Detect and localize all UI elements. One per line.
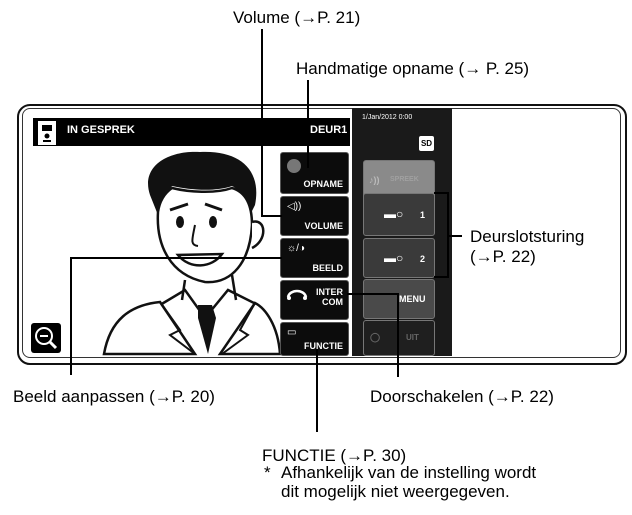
record-icon <box>287 159 301 173</box>
talk-icon: ♪)) <box>369 175 380 185</box>
menu-label: MENU <box>399 294 426 304</box>
note-line1: Afhankelijk van de instelling wordt <box>281 463 537 482</box>
monitor-icon: ▭ <box>287 327 297 338</box>
datetime-display: 1/Jan/2012 0:00 <box>362 114 413 121</box>
lock2-label: 2 <box>420 254 426 264</box>
call-status-text: IN GESPREK <box>67 124 135 136</box>
callout-deurslot-line1: Deurslotsturing <box>470 227 585 246</box>
opname-button[interactable]: OPNAME <box>280 152 349 194</box>
lock1-button[interactable]: ▬○ 1 <box>363 193 435 236</box>
note-line2: dit mogelijk niet weergegeven. <box>281 482 510 501</box>
key-icon: ▬○ <box>384 207 404 221</box>
volume-label: VOLUME <box>304 221 343 231</box>
opname-label: OPNAME <box>303 179 343 189</box>
intercom-label: INTER COM <box>316 287 343 307</box>
brightness-icon: ☼/◑ <box>287 243 305 254</box>
door-station-icon <box>38 121 56 145</box>
speaker-icon: ◁)) <box>287 201 302 212</box>
callout-opname: Handmatige opname (→ P. 25) <box>296 59 530 78</box>
volume-button[interactable]: ◁)) VOLUME <box>280 196 349 236</box>
beeld-button[interactable]: ☼/◑ BEELD <box>280 238 349 278</box>
handset-icon <box>286 289 308 300</box>
uit-label: UIT <box>406 333 419 342</box>
functie-label: FUNCTIE <box>304 341 343 351</box>
call-status-bar <box>33 118 350 146</box>
spreek-label: SPREEK <box>390 176 419 183</box>
sd-card-icon: SD <box>419 136 434 151</box>
beeld-label: BEELD <box>312 263 343 273</box>
callout-doorschakelen: Doorschakelen (→P. 22) <box>370 387 554 406</box>
callout-volume: Volume (→P. 21) <box>233 8 361 27</box>
intercom-label-line2: COM <box>322 297 343 307</box>
callout-functie: FUNCTIE (→P. 30) <box>262 446 407 465</box>
intercom-label-line1: INTER <box>316 287 343 297</box>
zoom-out-button[interactable] <box>31 323 61 353</box>
functie-button[interactable]: ▭ FUNCTIE <box>280 322 349 356</box>
callout-deurslot-line2: (→P. 22) <box>470 247 536 266</box>
door-label: DEUR1 <box>310 124 348 136</box>
intercom-button[interactable]: INTER COM <box>280 280 349 320</box>
note-asterisk: * <box>264 463 271 482</box>
key-icon: ▬○ <box>384 251 404 265</box>
lock1-label: 1 <box>420 210 426 220</box>
zoom-out-icon <box>35 327 58 350</box>
callout-beeld: Beeld aanpassen (→P. 20) <box>13 387 215 406</box>
power-icon: ◯ <box>370 332 381 342</box>
lock2-button[interactable]: ▬○ 2 <box>363 238 435 278</box>
